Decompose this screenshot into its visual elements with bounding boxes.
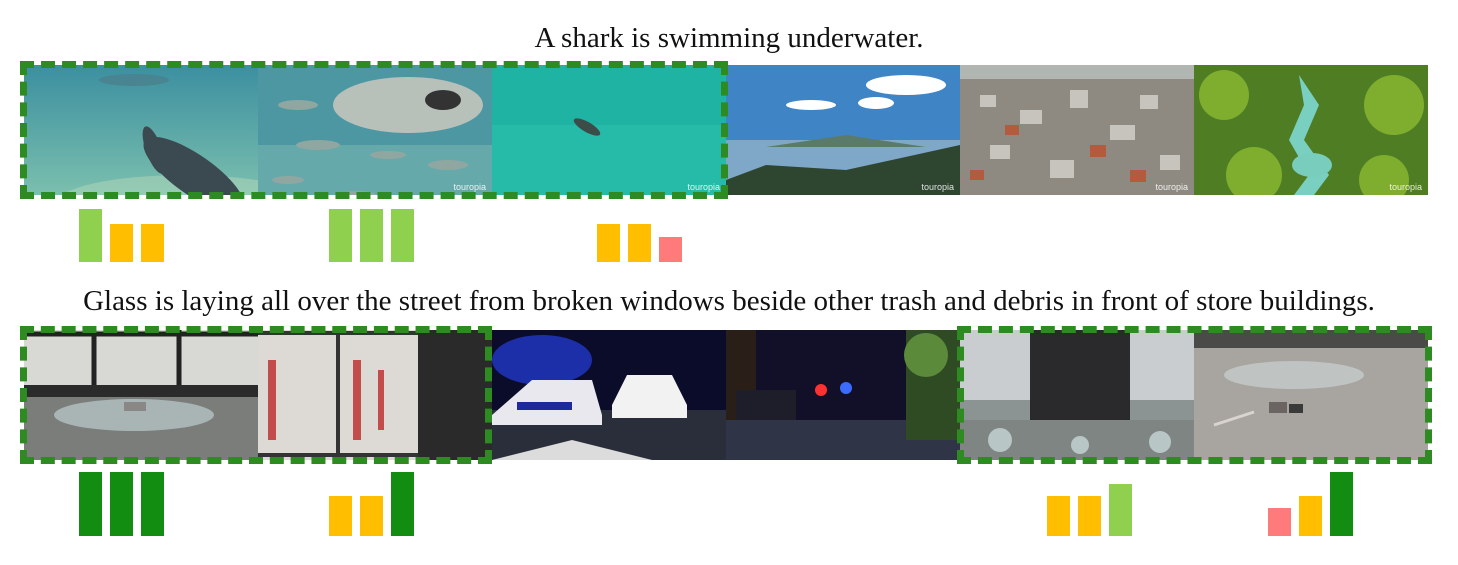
score-bar xyxy=(79,209,102,262)
score-bar xyxy=(1330,472,1353,536)
score-group xyxy=(597,206,682,262)
frame-whale-shark-with-fish: touropia xyxy=(258,65,492,195)
score-bar xyxy=(329,496,352,536)
frame-fish-in-turquoise-water: touropia xyxy=(492,65,726,195)
frame-broken-store-window xyxy=(258,330,492,460)
score-bar xyxy=(1299,496,1322,536)
score-bar xyxy=(141,472,164,536)
score-group xyxy=(1047,480,1132,536)
caption-glass: Glass is laying all over the street from… xyxy=(83,285,1375,317)
frame-police-car-at-night xyxy=(492,330,726,460)
frame-aerial-city-view: touropia xyxy=(960,65,1194,195)
score-bar xyxy=(1268,508,1291,536)
watermark: touropia xyxy=(1389,182,1422,192)
frame-jungle-waterfall-aerial: touropia xyxy=(1194,65,1428,195)
score-bar xyxy=(659,237,682,262)
score-bar xyxy=(360,209,383,262)
frame-lake-with-island-landscape: touropia xyxy=(726,65,960,195)
score-bar xyxy=(329,209,352,262)
frame-broken-glass-window-base xyxy=(960,330,1194,460)
score-bar xyxy=(628,224,651,262)
score-group xyxy=(79,472,164,536)
score-group xyxy=(79,206,164,262)
frame-whale-shark-underwater xyxy=(24,65,258,195)
frame-police-lights-street-night xyxy=(726,330,960,460)
score-bar xyxy=(391,209,414,262)
score-bar xyxy=(597,224,620,262)
score-bar xyxy=(391,472,414,536)
score-bar xyxy=(1047,496,1070,536)
frame-glass-debris-on-pavement xyxy=(1194,330,1428,460)
score-bar xyxy=(1109,484,1132,536)
score-bar xyxy=(360,496,383,536)
watermark: touropia xyxy=(921,182,954,192)
score-bar xyxy=(141,224,164,262)
frame-strip-shark: touropia touropia touropia xyxy=(24,65,1428,195)
score-group xyxy=(1268,472,1353,536)
score-bar xyxy=(110,224,133,262)
score-group xyxy=(329,206,414,262)
watermark: touropia xyxy=(1155,182,1188,192)
score-bar xyxy=(79,472,102,536)
watermark: touropia xyxy=(687,182,720,192)
frame-shattered-glass-on-sidewalk xyxy=(24,330,258,460)
score-bar xyxy=(110,472,133,536)
watermark: touropia xyxy=(453,182,486,192)
score-group xyxy=(329,472,414,536)
frame-strip-glass xyxy=(24,330,1428,460)
caption-shark: A shark is swimming underwater. xyxy=(534,22,924,54)
score-bar xyxy=(1078,496,1101,536)
